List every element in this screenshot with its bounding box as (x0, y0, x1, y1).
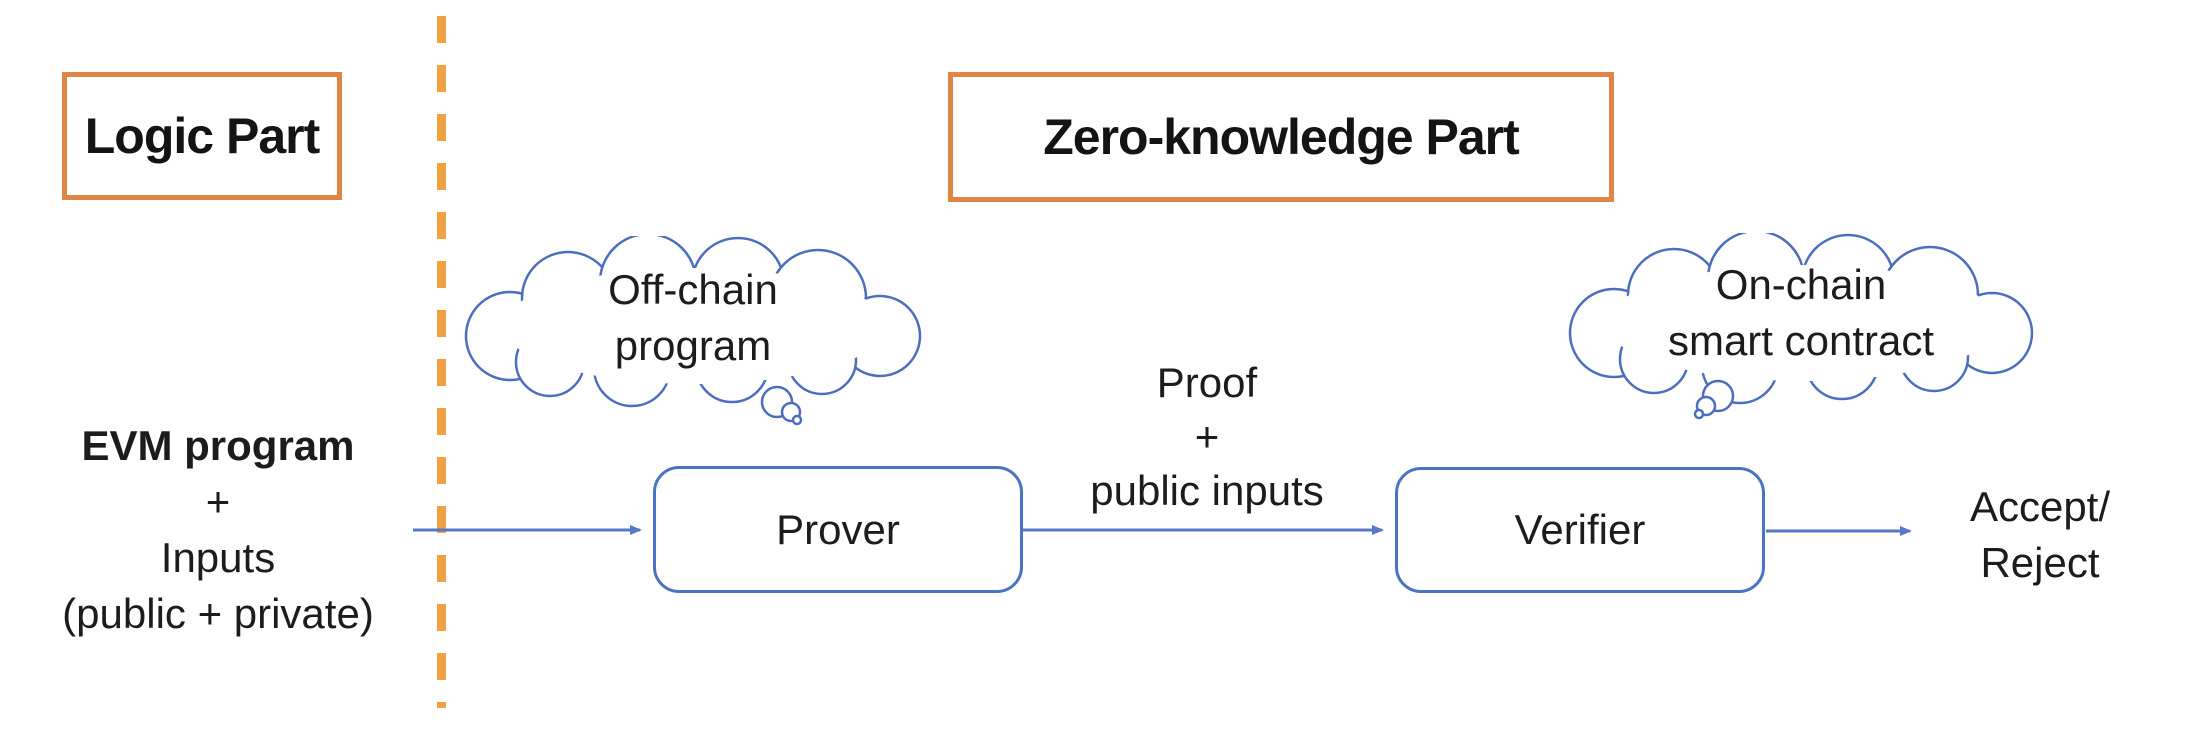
proof-label-line3: public inputs (1090, 467, 1324, 514)
zero-knowledge-part-title: Zero-knowledge Part (1043, 109, 1520, 165)
logic-part-title: Logic Part (84, 108, 320, 164)
proof-label-line1: Proof (1156, 359, 1258, 406)
proof-label: Proof + public inputs (1007, 356, 1407, 518)
input-label-line2: + (205, 478, 231, 525)
zero-knowledge-part-section-box: Zero-knowledge Part (948, 72, 1614, 202)
input-label-line1: EVM program (81, 422, 355, 469)
input-label-line3: Inputs (160, 534, 276, 581)
logic-part-section-box: Logic Part (62, 72, 342, 200)
thought-bubble-small (791, 414, 803, 426)
input-label: EVM program + Inputs (public + private) (18, 418, 418, 642)
output-label-line1: Accept/ (1969, 483, 2111, 530)
on-chain-thought-cloud-icon (1568, 233, 2034, 420)
off-chain-thought-cloud-icon (464, 236, 922, 426)
input-label-line4: (public + private) (62, 590, 374, 637)
output-label-line2: Reject (1980, 539, 2100, 586)
prover-node-label: Prover (776, 505, 900, 553)
output-label: Accept/ Reject (1890, 479, 2188, 591)
proof-label-line2: + (1194, 413, 1220, 460)
verifier-node: Verifier (1395, 467, 1765, 593)
prover-node: Prover (653, 466, 1023, 593)
verifier-node-label: Verifier (1514, 506, 1646, 553)
thought-bubble-small (1693, 408, 1705, 420)
section-divider-dashed-line (437, 16, 446, 708)
